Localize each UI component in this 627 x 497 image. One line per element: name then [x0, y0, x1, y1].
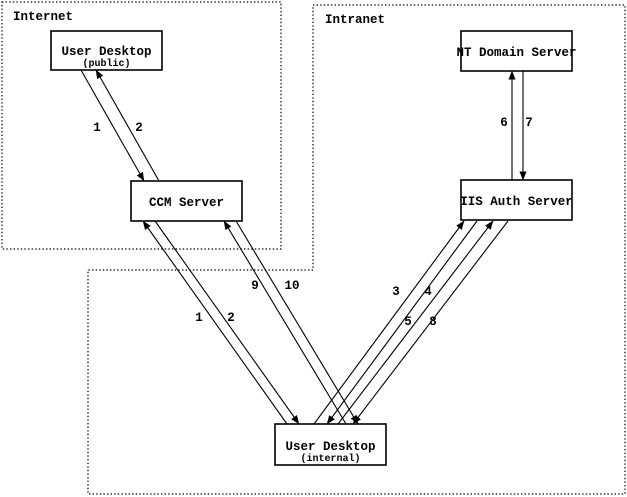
flow-label-internal-ccm-1: 1: [195, 311, 203, 325]
intranet-zone-label: Intranet: [325, 13, 385, 27]
flow-line-iis-to-internal-4: [326, 220, 478, 425]
user-desktop-internal-subtitle: (internal): [300, 453, 360, 465]
iis-auth-server-box: [460, 179, 573, 221]
flow-label-internal-iis-5: 5: [404, 315, 412, 329]
flow-label-ccm-internal-9: 9: [251, 279, 259, 293]
flow-label-internal-iis-3: 3: [392, 285, 400, 299]
flow-label-internal-ccm-2: 2: [227, 311, 235, 325]
ccm-server-box: [130, 180, 243, 222]
node-ccm-server: CCM Server: [130, 180, 243, 222]
user-desktop-public-box: [50, 30, 163, 71]
node-nt-domain-server: NT Domain Server: [456, 30, 577, 72]
flow-label-public-ccm-1: 1: [93, 121, 101, 135]
iis-auth-server-title: IIS Auth Server: [460, 195, 573, 209]
node-user-desktop-internal: User Desktop (internal): [274, 423, 387, 466]
flow-line-iis-to-internal-8: [352, 220, 509, 425]
flow-line-internal-to-iis-3: [313, 220, 465, 425]
intranet-zone-border: [87, 4, 626, 495]
flow-line-internal-to-ccm-9: [223, 220, 347, 425]
nt-domain-server-box: [460, 30, 573, 72]
node-iis-auth-server: IIS Auth Server: [460, 179, 573, 221]
flow-label-iis-nt-6: 6: [500, 116, 508, 130]
user-desktop-internal-box: [274, 423, 387, 466]
flow-line-internal-to-ccm: [142, 220, 288, 425]
user-desktop-public-subtitle: (public): [82, 58, 130, 70]
flow-line-internal-to-iis-5: [337, 220, 494, 425]
flow-label-internal-iis-4: 4: [424, 285, 432, 299]
internet-zone-label: Internet: [13, 10, 73, 24]
ccm-server-title: CCM Server: [149, 196, 224, 210]
user-desktop-internal-title: User Desktop: [285, 440, 375, 454]
flow-label-internal-iis-8: 8: [429, 315, 437, 329]
flow-line-ccm-to-internal-10: [235, 220, 359, 425]
flow-line-ccm-to-internal: [154, 220, 300, 425]
flow-label-public-ccm-2: 2: [135, 121, 143, 135]
user-desktop-public-title: User Desktop: [61, 45, 151, 59]
node-user-desktop-public: User Desktop (public): [50, 30, 163, 71]
flow-line-public-to-ccm: [80, 69, 145, 182]
flow-label-iis-nt-7: 7: [525, 116, 533, 130]
flow-line-ccm-to-public: [95, 69, 160, 182]
flow-label-ccm-internal-10: 10: [284, 279, 299, 293]
nt-domain-server-title: NT Domain Server: [456, 46, 576, 60]
